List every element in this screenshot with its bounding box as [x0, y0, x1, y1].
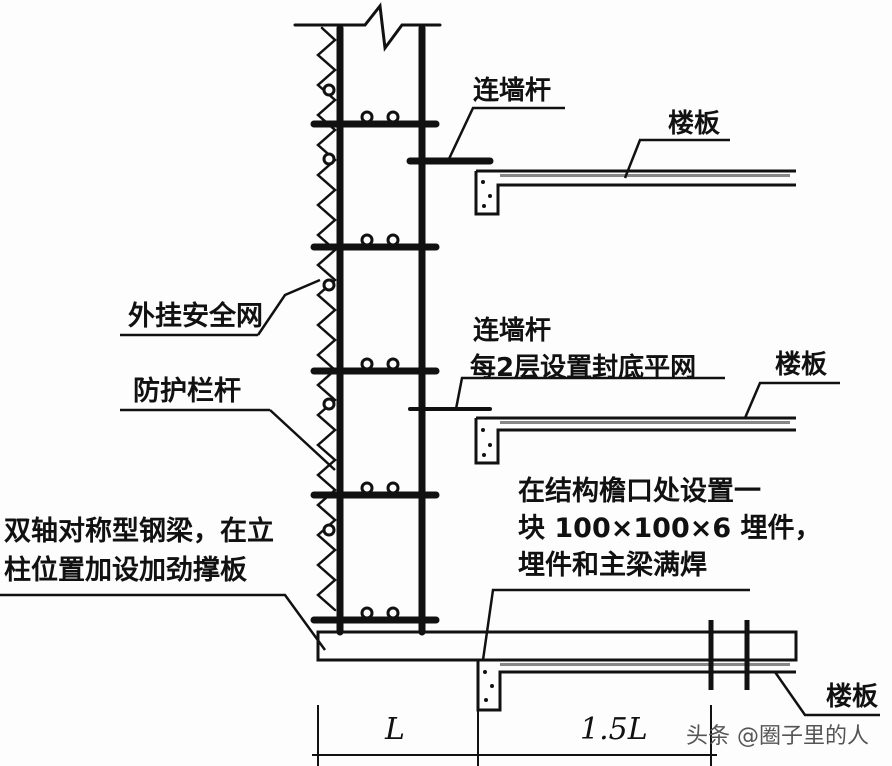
label-beam-note-2: 柱位置加设加劲撑板 [4, 555, 247, 586]
watermark: 头条 @圈子里的人 [686, 724, 869, 749]
label-safety-net: 外挂安全网 [128, 301, 263, 332]
label-guard-rail: 防护栏杆 [133, 376, 241, 407]
label-floor-slab-bottom: 楼板 [826, 682, 879, 712]
label-embed-note-2: 块 100×100×6 埋件， [518, 513, 822, 544]
safety-net [316, 26, 337, 612]
label-embed-note-3: 埋件和主梁满焊 [518, 550, 707, 581]
dimension-anchorage: 1.5L [580, 712, 648, 747]
label-wall-tie-mid: 连墙杆 [473, 316, 552, 346]
break-line [293, 2, 442, 52]
label-wall-tie-top: 连墙杆 [473, 76, 552, 106]
label-floor-slab-top: 楼板 [668, 109, 721, 139]
label-beam-note-1: 双轴对称型钢梁，在立 [4, 516, 274, 547]
label-floor-slab-mid: 楼板 [775, 350, 828, 380]
dimension-cantilever: L [385, 712, 405, 747]
label-embed-note-1: 在结构檐口处设置一 [518, 476, 761, 507]
label-bottom-net-note: 每2层设置封底平网 [470, 353, 697, 383]
